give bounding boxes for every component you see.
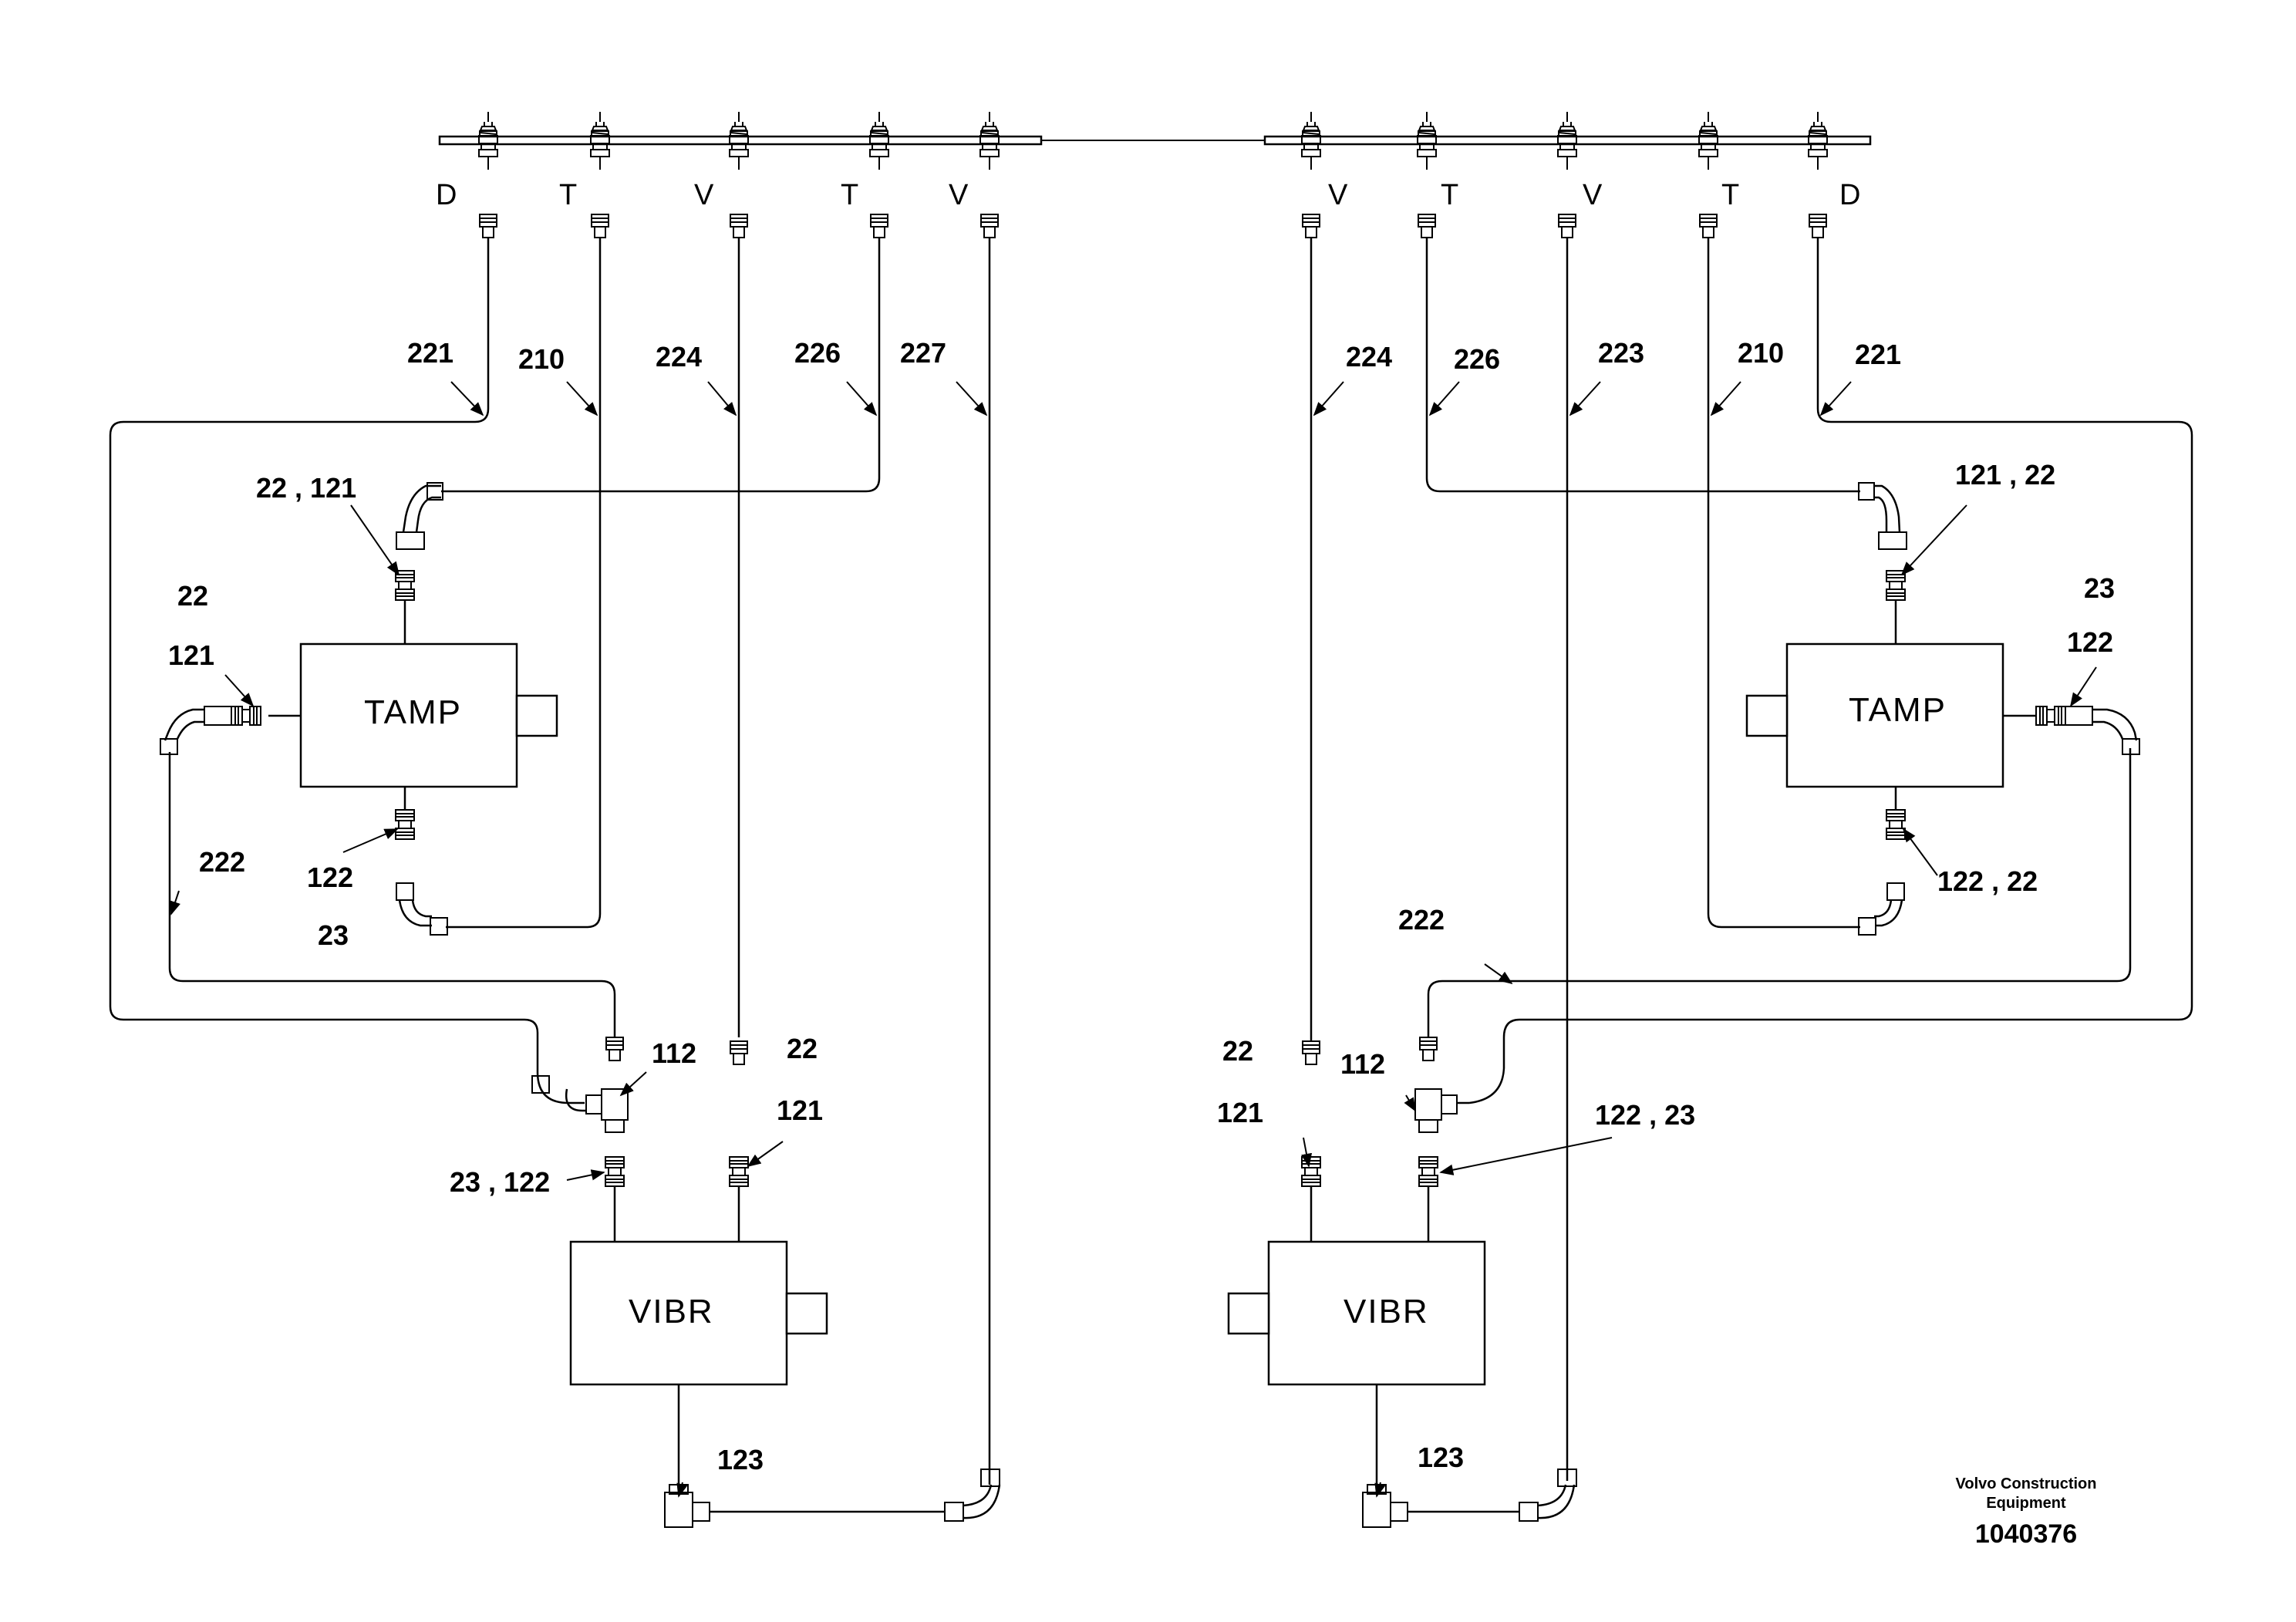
callout-left-tamp-side-a: 22 xyxy=(177,580,208,612)
hose-label-right-224: 224 xyxy=(1346,341,1392,373)
callout-left-vibr-right-b: 121 xyxy=(777,1094,823,1126)
motor-fitting-left xyxy=(664,1484,710,1528)
left-circuit: TAMP VIBR xyxy=(109,238,1001,1528)
manufacturer-line-1: Volvo Construction xyxy=(1956,1475,2097,1492)
port-label-left-5: V xyxy=(949,179,969,211)
leader-arrows xyxy=(170,381,2097,1498)
manufacturer-line-2: Equipment xyxy=(1986,1495,2066,1512)
tamp-label-right: TAMP xyxy=(1849,691,1947,729)
vibr-label-right: VIBR xyxy=(1344,1293,1429,1330)
callout-right-motor-123: 123 xyxy=(1418,1442,1464,1473)
hose-label-right-221: 221 xyxy=(1855,339,1901,370)
callout-right-vibr-left-b: 121 xyxy=(1217,1097,1263,1128)
callout-right-hose-222: 222 xyxy=(1398,904,1445,936)
motor-fitting-right xyxy=(1362,1484,1408,1528)
tamp-block-right xyxy=(1785,642,2004,788)
callout-left-tee-112: 112 xyxy=(652,1037,696,1069)
callout-right-tamp-side-a: 23 xyxy=(2084,572,2115,604)
callout-right-tamp-top: 121 , 22 xyxy=(1955,459,2055,491)
port-label-left-3: V xyxy=(694,179,714,211)
hose-label-right-223: 223 xyxy=(1598,337,1644,369)
hose-label-left-227: 227 xyxy=(900,337,946,369)
callout-left-vibr-left: 23 , 122 xyxy=(450,1166,550,1198)
port-label-right-5: D xyxy=(1839,179,1860,211)
port-label-right-2: T xyxy=(1441,179,1458,211)
callout-right-tee-112: 112 xyxy=(1340,1048,1385,1080)
callout-left-tamp-bottom-a: 122 xyxy=(307,862,353,893)
hose-end-fittings xyxy=(479,214,1827,238)
port-label-right-1: V xyxy=(1328,179,1348,211)
tamp-label-left: TAMP xyxy=(364,693,462,731)
port-label-left-2: T xyxy=(559,179,577,211)
drawing-number: 1040376 xyxy=(1975,1519,2077,1549)
callout-left-motor-123: 123 xyxy=(717,1444,764,1475)
hose-label-left-226: 226 xyxy=(794,337,841,369)
hose-label-right-226: 226 xyxy=(1454,343,1500,375)
callout-right-tamp-side-b: 122 xyxy=(2067,626,2113,658)
callout-right-vibr-left-a: 22 xyxy=(1222,1035,1253,1067)
tee-fitting-left xyxy=(585,1088,629,1133)
callout-left-hose-222: 222 xyxy=(199,846,245,878)
callout-left-tamp-top: 22 , 121 xyxy=(256,472,356,504)
callout-left-tamp-side-b: 121 xyxy=(168,639,214,671)
tamp-block-left xyxy=(299,642,518,788)
port-label-left-1: D xyxy=(436,179,457,211)
callout-right-tamp-bottom: 122 , 22 xyxy=(1937,865,2038,897)
tee-fitting-right xyxy=(1414,1088,1458,1133)
vibr-label-left: VIBR xyxy=(629,1293,714,1330)
callout-right-vibr-right: 122 , 23 xyxy=(1595,1099,1695,1131)
hose-label-left-221: 221 xyxy=(407,337,453,369)
hose-label-left-224: 224 xyxy=(656,341,702,373)
callout-left-tamp-bottom-b: 23 xyxy=(318,919,349,951)
port-label-right-4: T xyxy=(1721,179,1739,211)
port-label-left-4: T xyxy=(841,179,858,211)
hose-label-left-210: 210 xyxy=(518,343,565,375)
right-circuit: TAMP VIBR xyxy=(1227,238,2193,1528)
port-label-right-3: V xyxy=(1583,179,1603,211)
hose-label-right-210: 210 xyxy=(1738,337,1784,369)
callout-left-vibr-right-a: 22 xyxy=(787,1033,818,1064)
